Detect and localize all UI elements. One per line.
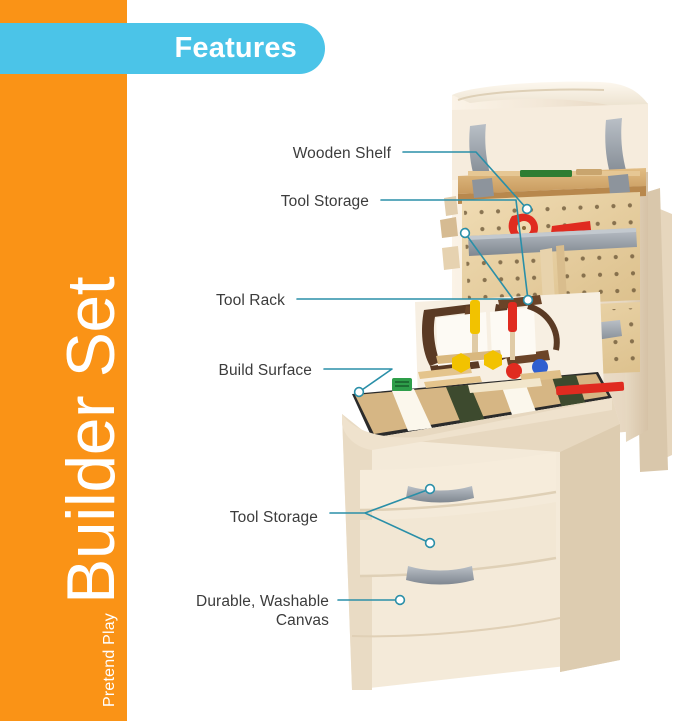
callout-label-tool-rack: Tool Rack: [216, 292, 285, 309]
callout-label-durable-canvas: Durable, Washable Canvas: [196, 593, 329, 629]
features-banner-label: Features: [174, 32, 297, 64]
callout-label-tool-storage-bot: Tool Storage: [229, 509, 318, 526]
brand-rail-text: Pretend Play Builder Set: [0, 0, 130, 721]
brand-eyebrow: Pretend Play: [101, 612, 119, 707]
brand-rail: [0, 0, 127, 721]
brand-title: Builder Set: [53, 276, 130, 604]
callout-label-wooden-shelf: Wooden Shelf: [292, 145, 391, 162]
callout-label-tool-storage-top: Tool Storage: [280, 193, 369, 210]
callout-label-build-surface: Build Surface: [218, 362, 312, 379]
features-banner: Features: [0, 23, 325, 74]
